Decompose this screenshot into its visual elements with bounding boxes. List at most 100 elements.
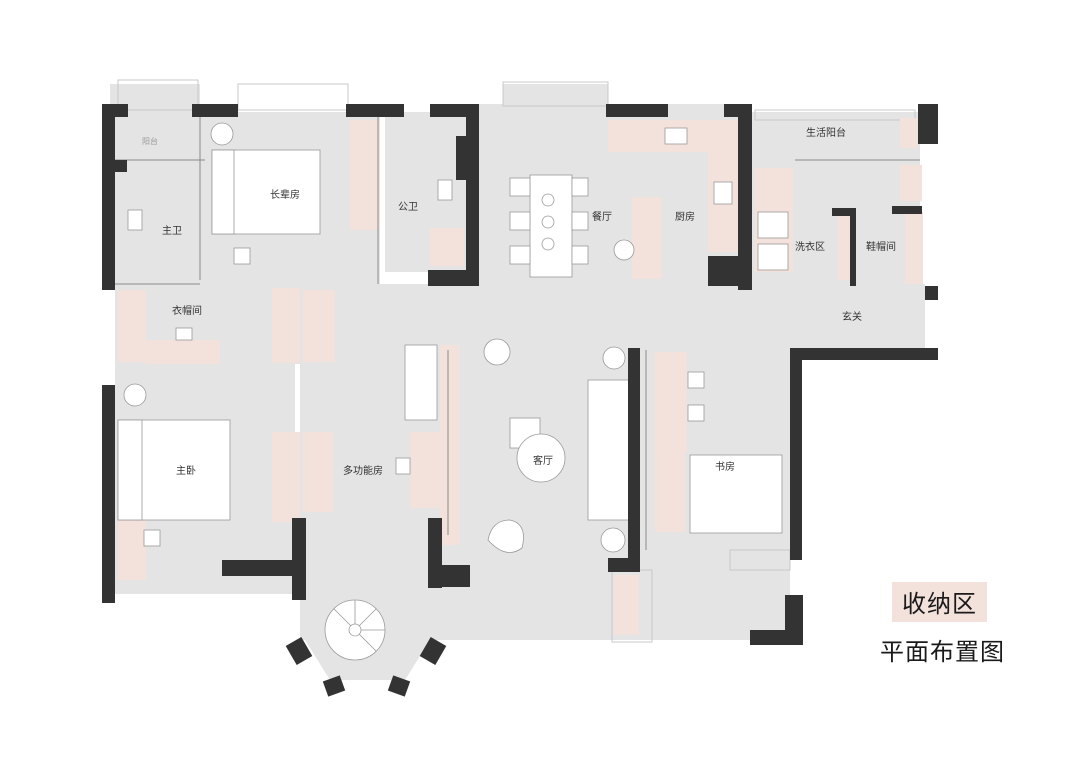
dining-seat-r3 xyxy=(571,245,589,265)
wall-shoe-stub xyxy=(832,208,856,216)
wall-multi-right-b xyxy=(428,565,470,587)
study-chair-b xyxy=(687,404,705,422)
study-chair-a xyxy=(687,371,705,389)
wall-kitchen-top xyxy=(606,104,668,117)
stair-tread-4 xyxy=(358,633,377,652)
wall-left-top xyxy=(102,104,128,117)
wall-entrance-bottom xyxy=(790,348,938,360)
storage-corridor-cab-b xyxy=(303,290,335,362)
kitchen-stool xyxy=(613,239,635,261)
multi-chair xyxy=(395,457,411,475)
storage-shoe-c xyxy=(900,165,922,201)
storage-kitchen-top xyxy=(608,120,708,152)
storage-living-cab xyxy=(614,575,639,635)
storage-balcony-cab xyxy=(900,118,918,148)
wall-bath-mid xyxy=(115,160,127,172)
stair-tread-2 xyxy=(358,608,377,627)
label-living: 客厅 xyxy=(533,454,553,467)
label-study: 书房 xyxy=(715,460,735,473)
dining-chair-3 xyxy=(541,237,555,251)
washer-b xyxy=(757,243,789,271)
wall-left-lower xyxy=(102,385,115,603)
wall-pub-bottom xyxy=(428,270,479,286)
lounge-chair xyxy=(487,519,524,553)
wall-living-bottom xyxy=(608,558,640,572)
living-side-table-b xyxy=(602,346,626,370)
master-bed-pillow xyxy=(117,419,143,521)
wall-multi-bottom xyxy=(222,560,306,576)
label-master-bath: 主卫 xyxy=(162,225,182,237)
outline-service-balcony xyxy=(754,109,916,121)
wall-kitchen-top2 xyxy=(724,104,752,117)
dining-seat-l2 xyxy=(509,211,531,231)
dining-chair-1 xyxy=(541,193,555,207)
label-service-balcony: 生活阳台 xyxy=(806,126,846,139)
dining-chair-2 xyxy=(541,215,555,229)
storage-study-desk xyxy=(655,352,687,452)
cooktop xyxy=(713,181,733,205)
dining-seat-l3 xyxy=(509,245,531,265)
balcony-outlines xyxy=(117,79,916,643)
floor-dining-top xyxy=(503,84,608,114)
legend-plan-title: 平面布置图 xyxy=(880,638,1005,666)
wall-shoe-vert xyxy=(850,208,856,286)
label-public-bath: 公卫 xyxy=(398,202,418,213)
room-labels: 阳台 主卫 长辈房 公卫 餐厅 厨房 生活阳台 洗衣区 鞋帽间 衣帽间 玄关 主… xyxy=(142,126,896,477)
storage-multi-wardrobe xyxy=(272,432,300,522)
label-shoe-room: 鞋帽间 xyxy=(866,240,896,253)
storage-piano-cab xyxy=(440,345,460,545)
wall-elder-top-l xyxy=(192,104,238,117)
label-walk-in-closet: 衣帽间 xyxy=(172,304,202,317)
piano xyxy=(404,344,438,421)
label-multi-room: 多功能房 xyxy=(343,464,383,477)
kitchen-sink xyxy=(664,127,688,145)
storage-corridor-cab-a xyxy=(272,288,300,363)
storage-shoe-b xyxy=(905,212,923,284)
label-kitchen: 厨房 xyxy=(675,210,695,223)
closet-chair xyxy=(175,327,193,341)
living-round-table xyxy=(516,433,566,483)
wall-pub-right xyxy=(466,104,479,286)
wall-right-side xyxy=(918,104,938,144)
master-chair xyxy=(143,529,161,547)
storage-areas xyxy=(118,118,923,635)
living-side-table-c xyxy=(600,527,626,553)
label-laundry: 洗衣区 xyxy=(795,240,825,253)
toilet-master xyxy=(127,209,143,231)
wall-study-right xyxy=(790,348,802,560)
dining-seat-r2 xyxy=(571,211,589,231)
wall-living-right xyxy=(628,348,640,560)
label-entrance: 玄关 xyxy=(842,310,862,323)
master-side-table xyxy=(123,383,147,407)
wall-left-upper xyxy=(102,104,115,290)
wall-bay-bl xyxy=(322,675,346,697)
wall-pub-top xyxy=(430,104,470,117)
toilet-public xyxy=(437,179,453,201)
storage-closet-row xyxy=(118,290,146,362)
elder-bed-pillow xyxy=(211,149,235,235)
elder-room-table xyxy=(210,122,234,146)
storage-multi-wardrobe-b xyxy=(303,432,333,512)
wall-kitchen-right xyxy=(738,104,752,290)
wall-shoe-stub-b xyxy=(892,206,922,214)
spiral-stair xyxy=(324,599,386,661)
outline-balcony-dining xyxy=(502,81,609,107)
label-elder-room: 长辈房 xyxy=(270,188,300,201)
dining-seat-r1 xyxy=(571,177,589,197)
outline-balcony-elder xyxy=(237,83,349,111)
wall-right-lower xyxy=(925,286,938,300)
partition-lines xyxy=(115,112,920,550)
wall-pub-stub xyxy=(456,136,466,180)
elder-chair xyxy=(233,247,251,265)
floor-entrance xyxy=(470,284,925,350)
legend: 收纳区 平面布置图 xyxy=(880,582,1030,667)
wall-elder-top-r xyxy=(346,104,404,117)
walls xyxy=(102,104,938,697)
storage-public-bath-cab xyxy=(350,120,380,230)
wall-multi-left xyxy=(292,518,306,600)
storage-master-desk xyxy=(118,518,146,580)
wall-bay-br xyxy=(387,675,411,697)
label-dining: 餐厅 xyxy=(592,210,612,223)
living-side-table-a xyxy=(483,338,511,366)
